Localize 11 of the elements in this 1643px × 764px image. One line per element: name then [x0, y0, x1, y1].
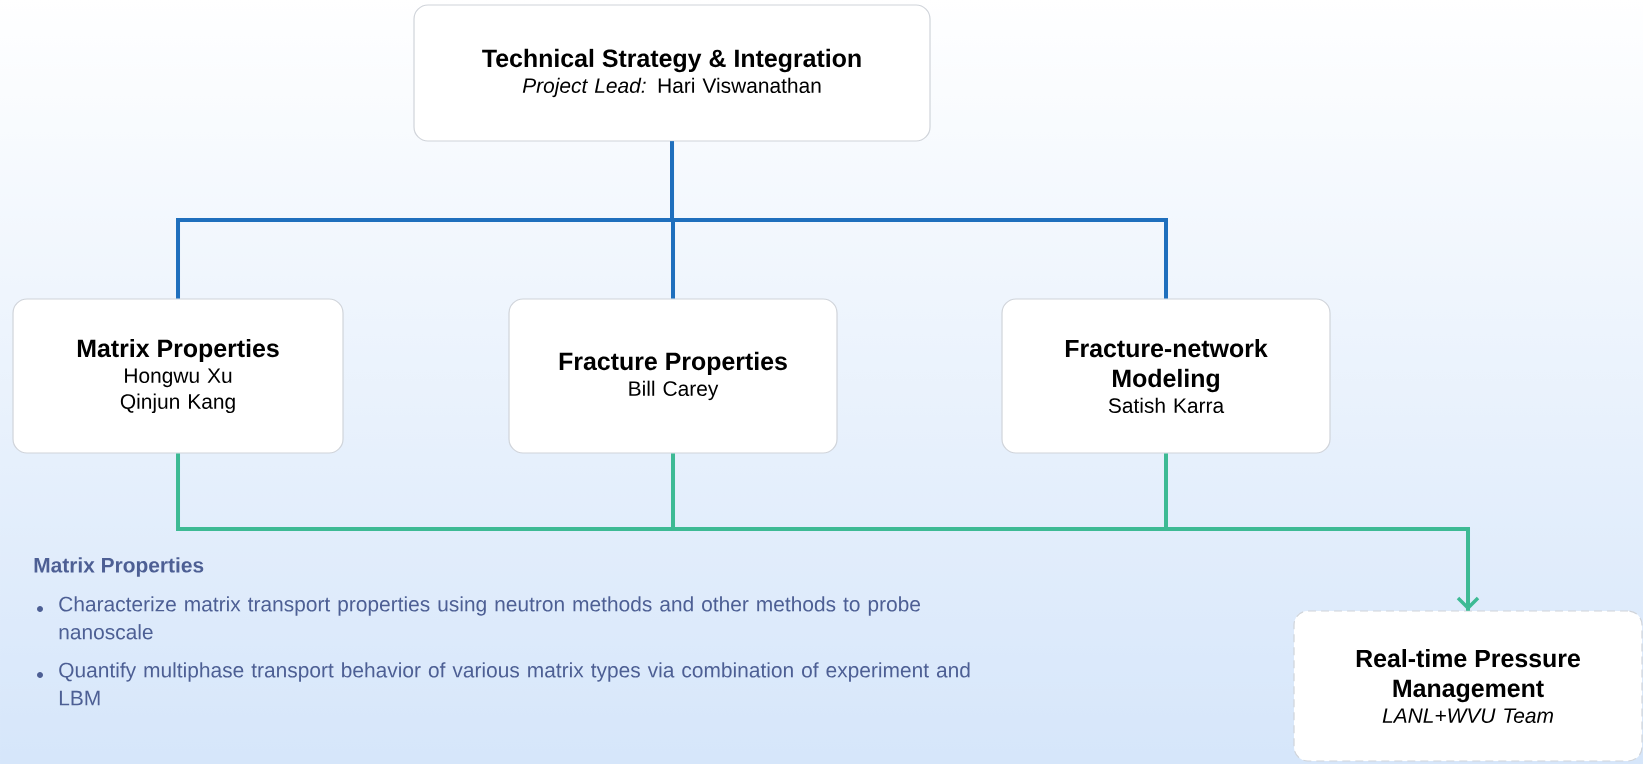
bullet-text: Quantify multiphase transport behavior of various matrix types via combination of experiment and LBM: [59, 662, 970, 706]
process-box: Real-time Pressure Management LANL+WVU Team: [1293, 610, 1643, 762]
connector: [670, 141, 1168, 299]
process-box: Fracture Properties Bill Carey: [508, 298, 838, 454]
connector: [1164, 453, 1480, 611]
section-heading: Matrix Properties: [34, 557, 204, 577]
process-box: Fracture-network Modeling Satish Karra: [1001, 298, 1331, 454]
process-box: Matrix Properties Hongwu Xu Qinjun Kang: [12, 298, 344, 454]
bullet-text: Characterize matrix transport properties using neutron methods and other methods to probe nanoscale: [59, 596, 920, 640]
connector: [671, 453, 1470, 611]
process-box: Technical Strategy & Integration Project Lead: Hari Viswanathan: [413, 4, 931, 142]
